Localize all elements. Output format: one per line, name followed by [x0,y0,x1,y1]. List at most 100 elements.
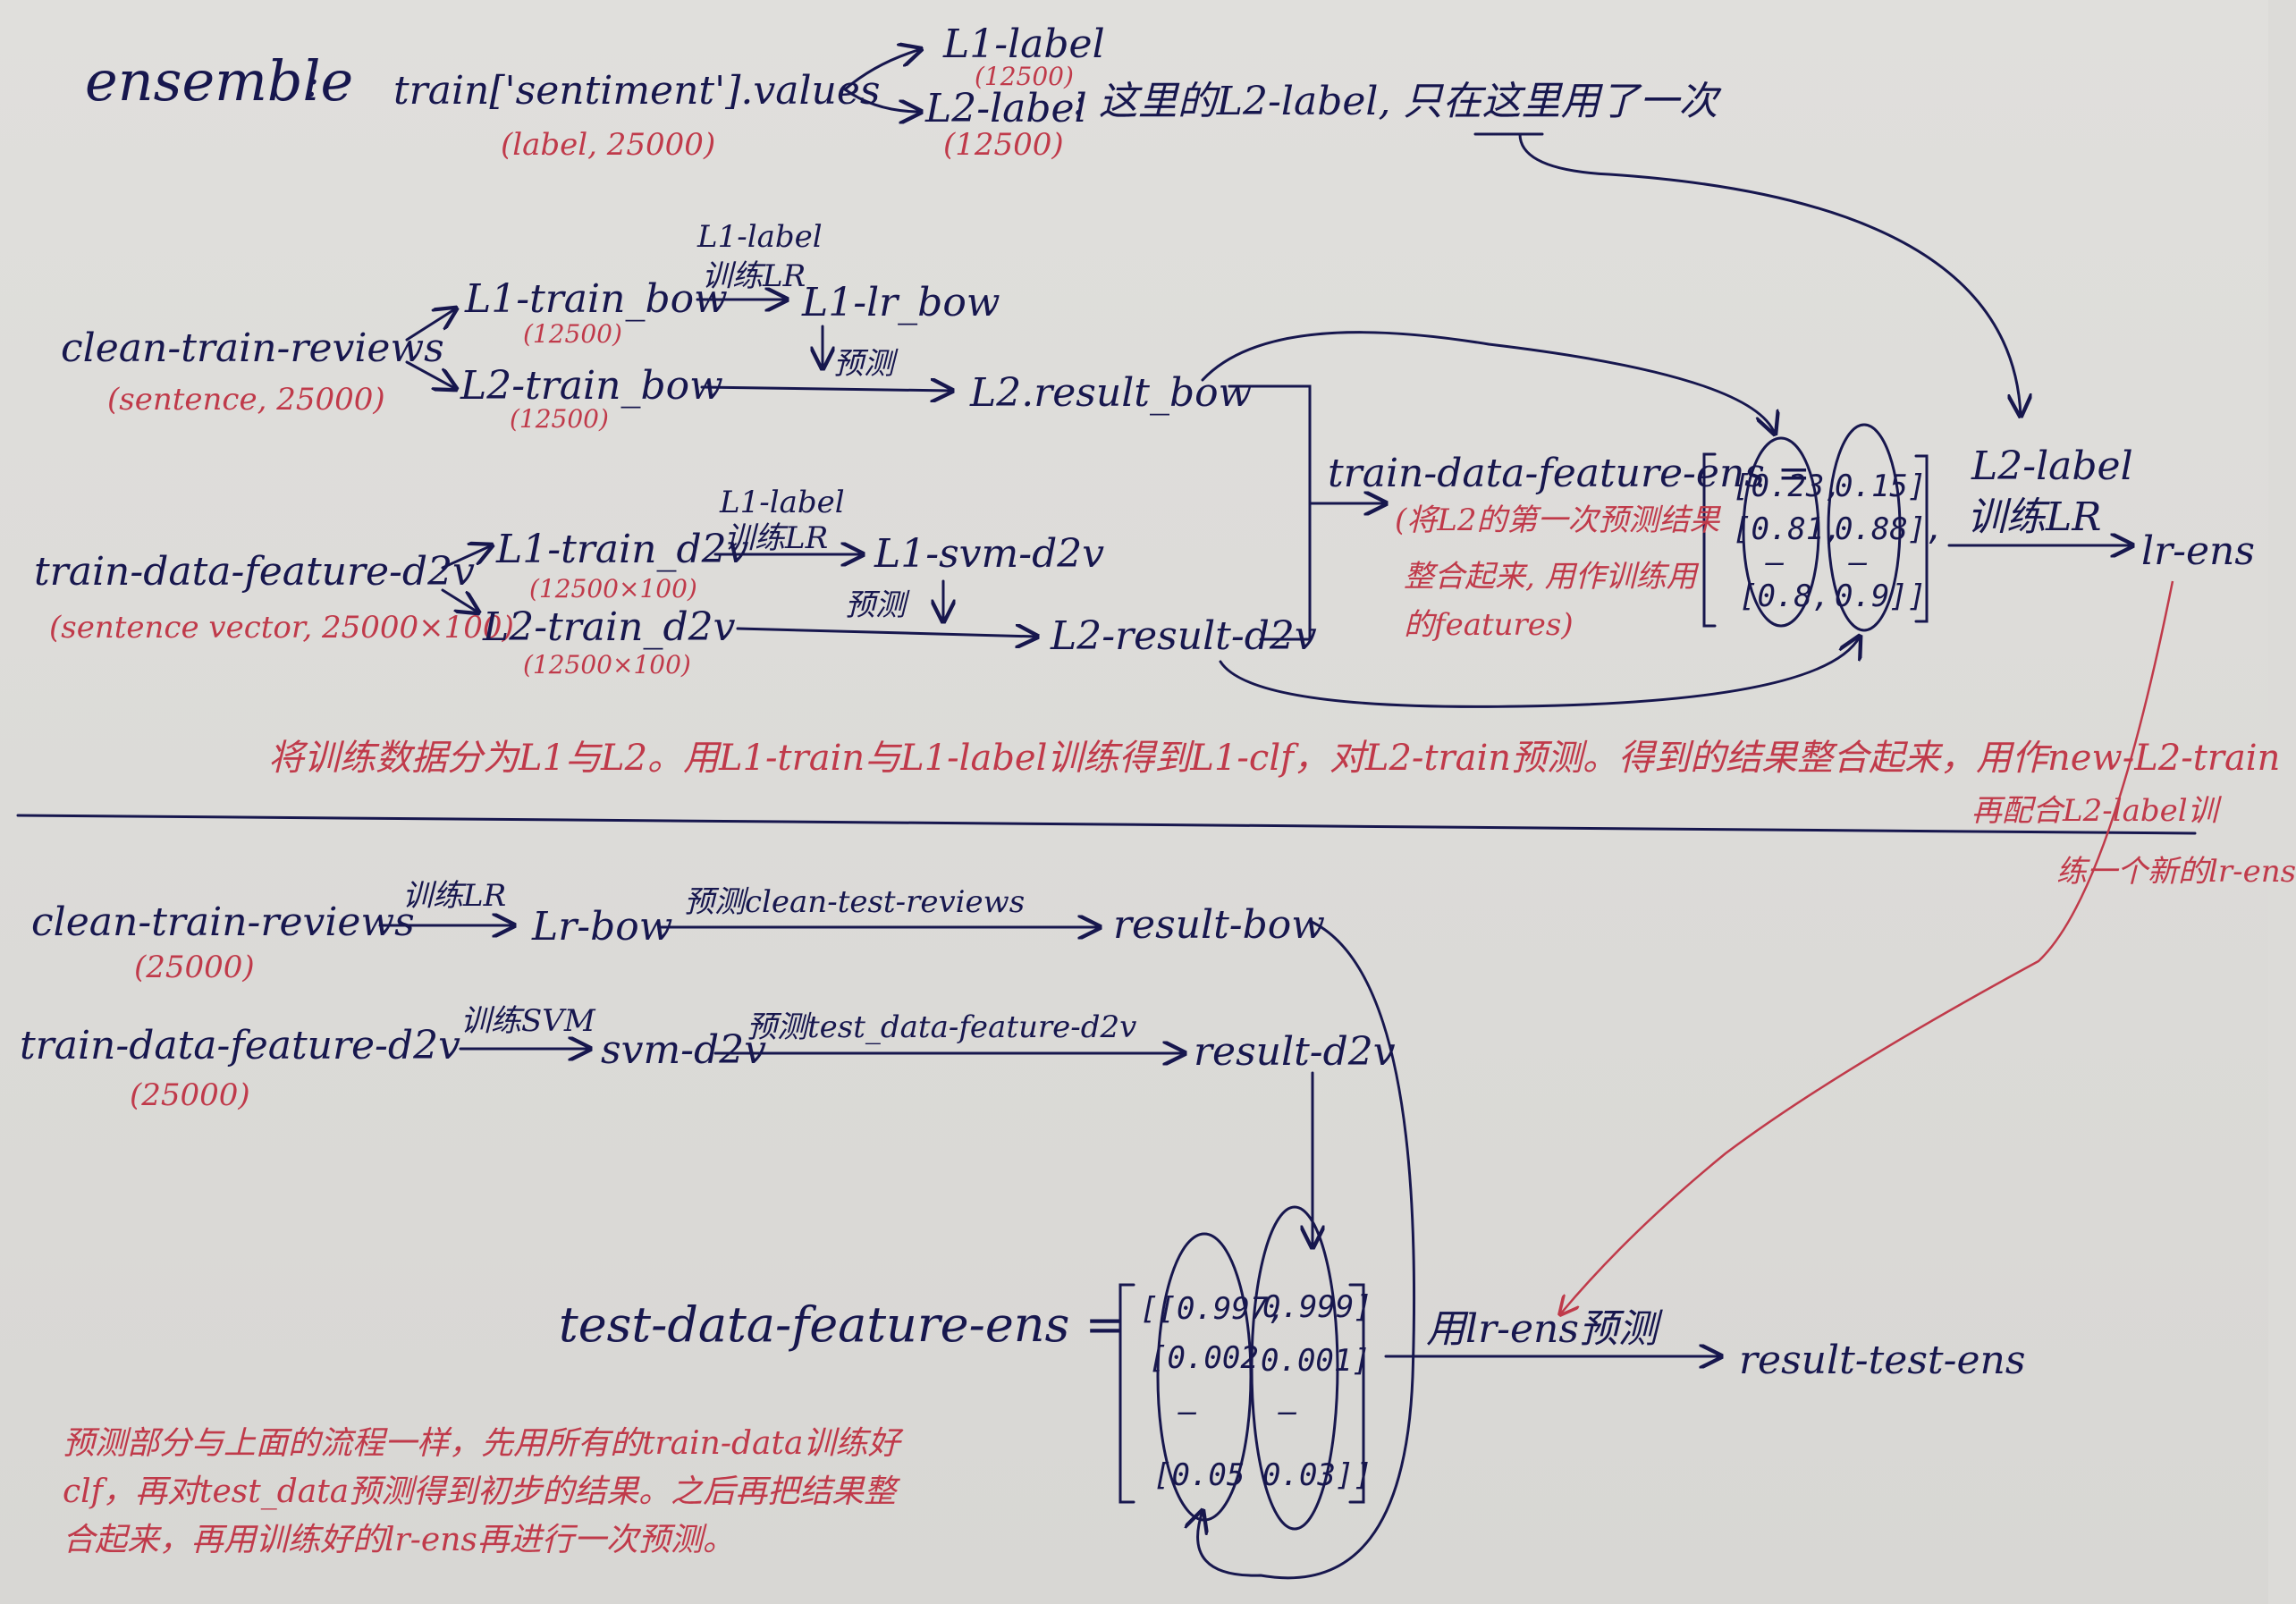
test-result-d2v: result-d2v [1194,1029,1396,1075]
d2v-l2-result: L2-result-d2v [1051,613,1317,659]
test-reviews-dim: (25000) [134,950,255,985]
l1-label-top: L1-label [943,21,1105,67]
bow-source: clean-train-reviews [61,325,444,371]
arrow-d2v-l1 [441,545,492,570]
test-train-svm-edge: 训练SVM [460,1003,595,1039]
arrow-bow-to-col1 [1201,331,1775,434]
train-col2-r2: 0.88], [1835,511,1945,547]
test-col1-r3: — [1178,1394,1197,1430]
split-explanation-side-1: 再配合L2-label训 [1971,793,2218,829]
train-col1-r1: [0.23, [1733,469,1843,504]
arrow-values-l2-label [843,88,921,112]
test-col2-r2: 0.001] [1261,1343,1371,1379]
d2v-edge-l1-label: L1-label [720,485,845,520]
bow-l2-train: L2-train_bow [460,363,723,409]
bracket-train-open [1702,452,1717,628]
bracket-test-open [1118,1283,1135,1504]
title-colon: : [306,61,319,106]
bow-l1-dim: (12500) [523,319,622,349]
d2v-l1-svm-model: L1-svm-d2v [874,531,1105,577]
d2v-l1-dim: (12500×100) [529,574,697,604]
d2v-predict: 预测 [845,587,906,623]
split-explanation-side-2: 练一个新的lr-ens [2056,854,2296,890]
lr-ens-model: lr-ens [2141,528,2255,574]
train-col1-r3: — [1766,545,1785,580]
train-col2-r1: 0.15] [1835,469,1927,504]
test-lr-bow: Lr-bow [532,904,673,950]
test-predict-reviews-edge: 预测clean-test-reviews [684,884,1026,920]
bracket-bow [1228,384,1312,641]
test-col2-r4: 0.03]] [1262,1457,1372,1493]
summary-line-1: 预测部分与上面的流程一样，先用所有的train-data训练好 [63,1425,900,1462]
bow-l1-lr-model: L1-lr_bow [802,280,1000,325]
test-reviews: clean-train-reviews [31,899,415,945]
d2v-edge-train-lr: 训练LR [724,520,829,556]
l2-label-note: : 这里的L2-label, 只在这里用了一次 [1073,79,1718,124]
test-train-lr-edge: 训练LR [402,878,507,914]
train-col2-r3: — [1849,545,1868,580]
ens-edge-train-lr: 训练LR [1967,494,2102,540]
l1-label-dim: (12500) [975,62,1074,91]
oval-train-col2 [1827,423,1902,632]
bow-l1-train: L1-train_bow [465,276,728,322]
test-col2-r1: 0.999] [1262,1289,1372,1325]
test-col1-r1: [[0.997, [1140,1291,1287,1327]
train-ens-note-2: 整合起来, 用作训练用 [1404,559,1697,595]
section-divider [16,814,2197,835]
arrow-d2v-l2 [441,588,478,612]
d2v-l1-train: L1-train_d2v [496,527,749,572]
l2-label-dim: (12500) [943,127,1064,163]
summary-line-2: clf，再对test_data预测得到初步的结果。之后再把结果整 [63,1473,897,1510]
summary-note: 预测部分与上面的流程一样，先用所有的train-data训练好 clf，再对te… [63,1420,899,1565]
test-ens-label: test-data-feature-ens = [559,1296,1126,1353]
l2-label-top: L2-label [925,86,1087,131]
test-col1-r2: [0.002 [1149,1340,1259,1376]
train-ens-note-3: 的features) [1404,607,1574,643]
arrow-l2-result-d2v [736,629,1037,637]
result-test-ens: result-test-ens [1739,1338,2026,1383]
arrow-bow-l2 [405,360,456,389]
summary-line-3: 合起来，再用训练好的lr-ens再进行一次预测。 [63,1522,735,1558]
train-col1-r4: [0.8, [1739,578,1831,614]
bracket-test-close [1348,1283,1365,1504]
bow-edge-l1-label: L1-label [697,219,823,255]
arrow-d2v-to-col2 [1219,637,1860,708]
arrow-bow-l1 [405,308,456,342]
train-col2-r4: 0.9]] [1835,578,1927,614]
d2v-source-dim: (sentence vector, 25000×100) [49,610,514,646]
ensemble-title: ensemble [85,48,354,114]
bow-l2-dim: (12500) [510,404,609,434]
test-predict-d2v-edge: 预测test_data-feature-d2v [747,1009,1137,1045]
d2v-l2-train: L2-train_d2v [483,604,736,650]
arrow-values-l1-label [843,49,921,91]
train-ens-note-1: (将L2的第一次预测结果 [1395,502,1720,538]
test-d2v-dim: (25000) [130,1077,250,1113]
bow-l2-result: L2.result_bow [970,370,1253,416]
test-svm-d2v: svm-d2v [601,1027,767,1073]
d2v-l2-dim: (12500×100) [523,650,691,680]
test-predict-ens-edge: 用lr-ens预测 [1426,1306,1658,1352]
oval-test-col2 [1250,1205,1339,1531]
train-ens-label: train-data-feature-ens = [1328,451,1811,496]
test-col1-r4: [0.05 [1153,1457,1245,1493]
arrow-lr-ens-reuse [1560,580,2174,1314]
split-explanation: 将训练数据分为L1与L2。用L1-train与L1-label训练得到L1-cl… [268,738,2281,779]
test-col2-r3: — [1279,1394,1297,1430]
arrow-l2-label-to-lr [1518,132,2021,416]
train-values-dim: (label, 25000) [501,127,716,163]
train-col1-r2: [0.81, [1733,511,1843,547]
bow-predict: 预测 [833,346,894,382]
d2v-source: train-data-feature-d2v [34,549,475,595]
train-sentiment-values: train['sentiment'].values [393,68,881,114]
test-d2v-source: train-data-feature-d2v [20,1023,460,1068]
ens-edge-l2-label: L2-label [1971,443,2133,489]
test-result-bow: result-bow [1113,902,1325,948]
arrow-l2-result-bow [700,387,952,391]
bow-edge-train-lr: 训练LR [702,258,806,294]
oval-train-col1 [1742,436,1820,628]
bow-source-dim: (sentence, 25000) [107,382,385,418]
bracket-train-close [1914,454,1929,623]
arrow-result-bow-loop [1198,919,1415,1580]
